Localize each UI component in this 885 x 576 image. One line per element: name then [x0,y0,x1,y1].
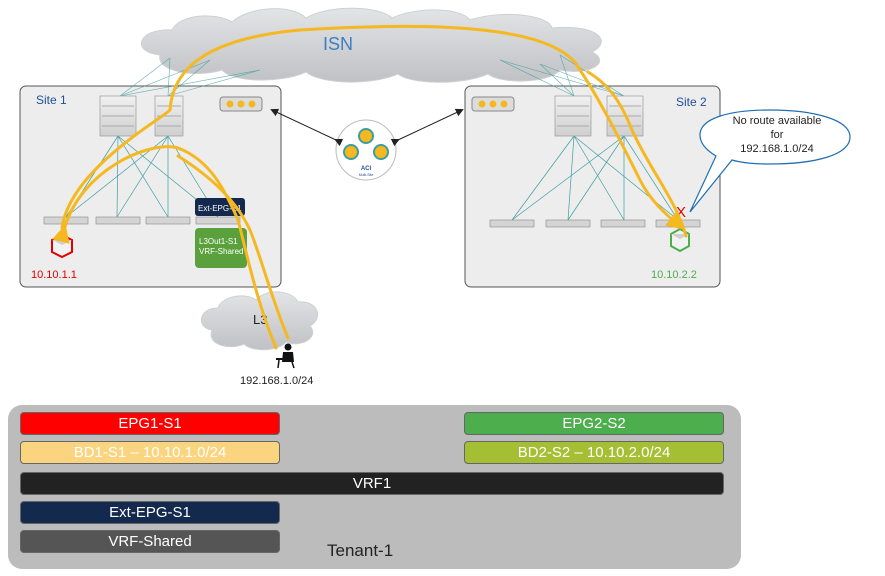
isn-cloud: ISN [140,7,602,83]
svg-text:for: for [771,129,784,141]
site1-l3out-box [195,228,247,268]
site2-fabric-links [511,135,679,221]
external-subnet-label: 192.168.1.0/24 [240,375,313,387]
tenant-label: Tenant-1 [327,541,393,560]
bd1-bar: BD1-S1 – 10.10.1.0/24 [20,441,280,464]
site2-spine-1 [554,95,592,137]
svg-text:192.168.1.0/24: 192.168.1.0/24 [740,143,813,155]
ext-epg-bar: Ext-EPG-S1 [20,501,280,524]
site1-spine-2 [154,95,184,137]
site1-l3out-line2: VRF-Shared [199,247,243,256]
external-user-icon [276,343,295,369]
site1-controller-icon [219,96,263,112]
orchestrator-link-site2 [390,108,464,147]
no-route-callout: No route available for 192.168.1.0/24 [689,109,851,213]
site2-controller-icon [471,96,515,112]
epg2-bar: EPG2-S2 [464,412,724,435]
site1-ext-epg-label: Ext-EPG-S1 [198,204,242,213]
vrf-shared-bar: VRF-Shared [20,530,280,553]
orchestrator-link-site1 [270,108,344,147]
aci-multisite-orchestrator-icon: ACI Multi-Site [335,119,397,181]
site1-endpoint-ip: 10.10.1.1 [31,269,77,281]
bd2-bar: BD2-S2 – 10.10.2.0/24 [464,441,724,464]
site2-label: Site 2 [676,95,707,109]
isn-label: ISN [323,34,353,54]
svg-text:Multi-Site: Multi-Site [359,173,374,177]
site2-endpoint-ip: 10.10.2.2 [651,269,697,281]
site1-endpoint-icon [51,233,73,259]
epg1-bar: EPG1-S1 [20,412,280,435]
site2-box [464,85,721,288]
traffic-flow-paths [52,24,688,350]
site1-label: Site 1 [36,93,67,107]
site1-l3out-line1: L3Out1-S1 [199,237,238,246]
svg-text:No route available: No route available [733,115,822,127]
svg-text:ACI: ACI [361,166,372,172]
vrf1-bar: VRF1 [20,472,724,495]
site1-spine-1 [99,95,137,137]
